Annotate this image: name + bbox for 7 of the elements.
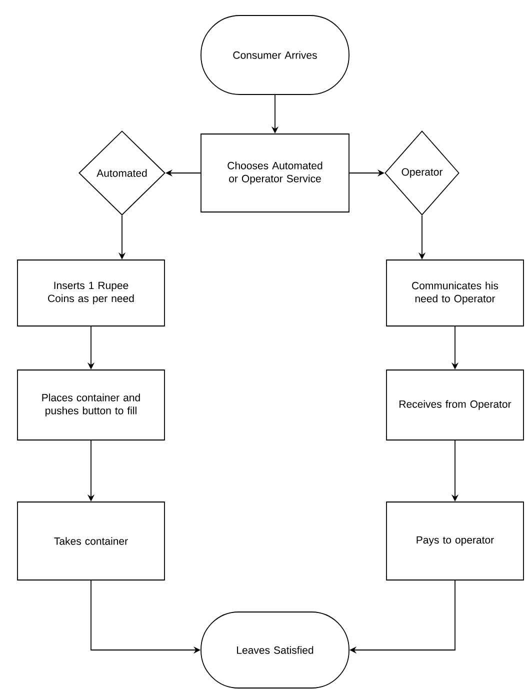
- process-box: Places container and pushes button to fill: [17, 370, 165, 440]
- process-box: Takes container: [17, 502, 165, 580]
- process-box: Inserts 1 Rupee Coins as per need: [17, 260, 165, 326]
- process-box: Receives from Operator: [386, 370, 524, 440]
- process-box: Pays to operator: [386, 502, 524, 580]
- process-box: Communicates his need to Operator: [386, 260, 524, 326]
- process-box: Chooses Automated or Operator Service: [200, 134, 350, 212]
